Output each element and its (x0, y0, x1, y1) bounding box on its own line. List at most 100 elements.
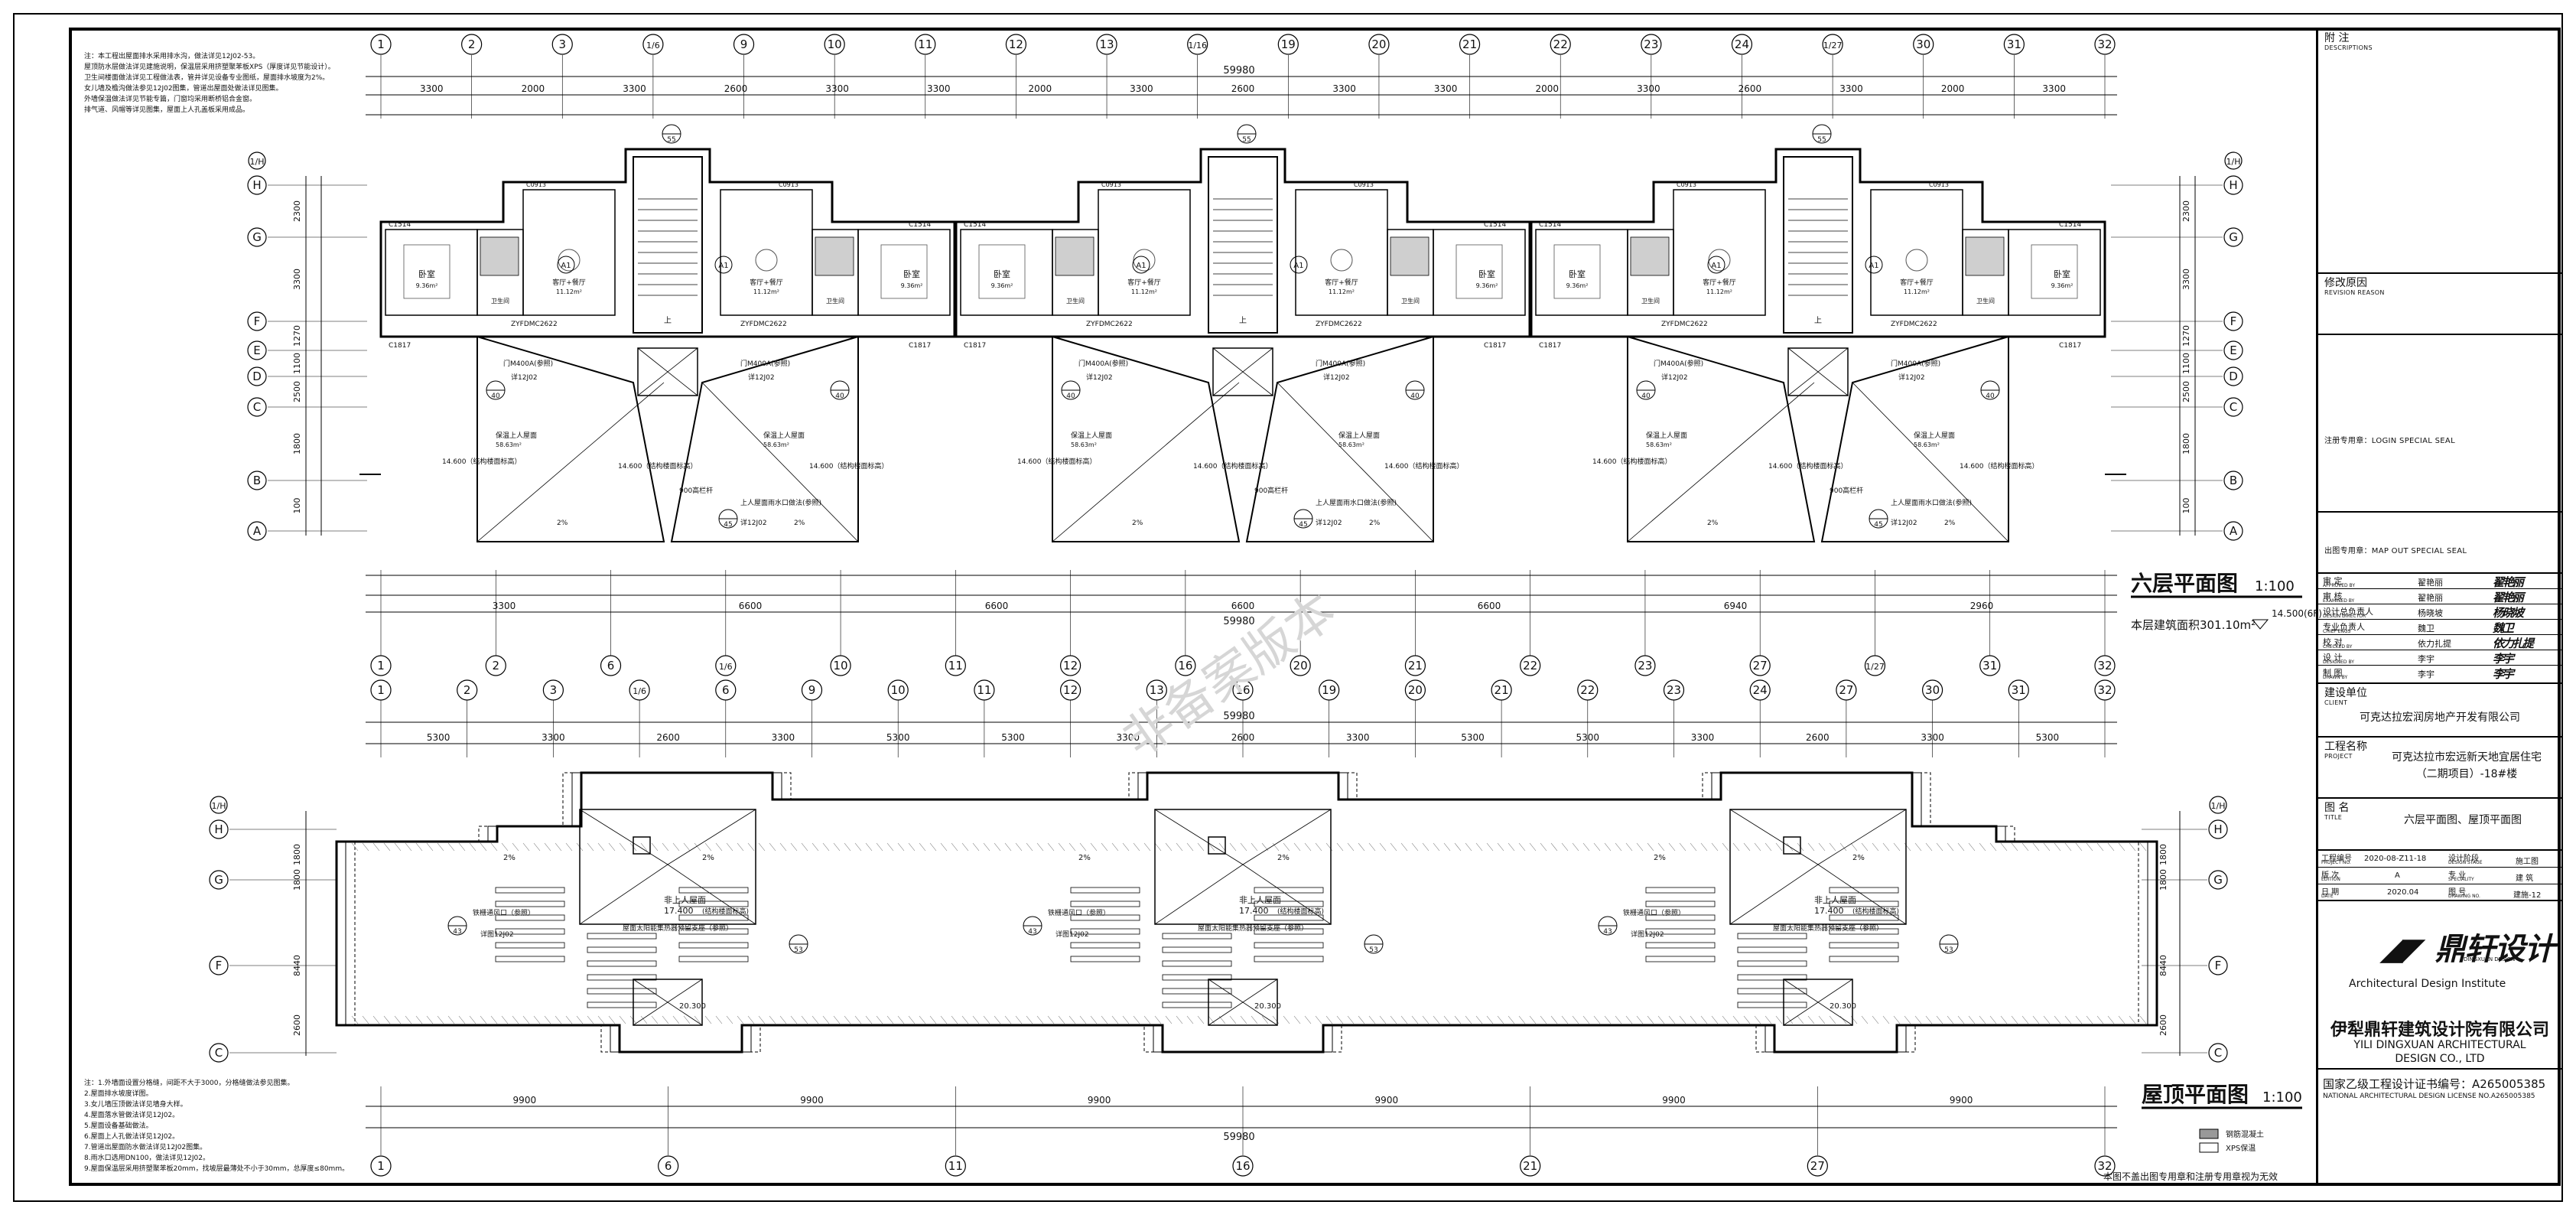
axis-label: 20 (1293, 659, 1308, 673)
axis-bubble (1277, 34, 1299, 55)
dim-text: 3300 (292, 269, 302, 290)
axis-bubble (2208, 956, 2228, 975)
gutter-hatch (1036, 1015, 1044, 1024)
axis-label: E (253, 344, 260, 357)
solar-panel (1737, 933, 1807, 940)
gutter-hatch (1251, 842, 1258, 852)
gutter-hatch (447, 842, 455, 852)
window-tag: C1514 (2059, 221, 2081, 229)
gutter-hatch (1400, 1015, 1408, 1024)
axis-label: 23 (1644, 37, 1658, 51)
slope-text: 2% (1852, 854, 1865, 862)
solar-note: 屋面太阳能集热器预留支座（参照） (1773, 923, 1883, 933)
gutter-hatch (769, 1015, 776, 1024)
axis-label: 32 (2097, 1159, 2112, 1173)
roof-elev-note: (结构楼面标高) (1277, 907, 1324, 916)
gutter-hatch (1561, 842, 1569, 852)
axis-label: F (2215, 959, 2222, 972)
axis-label: 12 (1009, 37, 1023, 51)
gutter-hatch (919, 842, 926, 852)
dim-text: 1100 (2181, 353, 2191, 374)
slope-elev: 20.300 (1254, 1002, 1281, 1011)
dim-text: 3300 (927, 83, 951, 94)
axis-bubble (1491, 679, 1512, 701)
gutter-hatch (737, 842, 744, 852)
gutter-hatch (2096, 842, 2104, 852)
axis-bubble (209, 1043, 229, 1063)
callout-label: 45 (1299, 521, 1307, 529)
solar-panel (587, 988, 657, 995)
window-tag: C1817 (1539, 342, 1561, 350)
roof-total-dim-bottom: 59980 (1223, 1132, 1254, 1143)
notes-label-en: DESCRIPTIONS (2324, 44, 2373, 51)
door-tag: ZYFDMC2622 (1661, 321, 1708, 328)
callout-bubble (1132, 256, 1150, 274)
gutter-hatch (715, 842, 723, 852)
gutter-hatch (972, 1015, 980, 1024)
plan6-total-dim: 59980 (1223, 65, 1254, 77)
solar-panel (495, 942, 565, 949)
gutter-hatch (1850, 1015, 1858, 1024)
axis-label: 11 (948, 659, 963, 673)
axis-bubble (1634, 655, 1656, 676)
dim-text: 3300 (542, 732, 565, 743)
vent-note: 铁栅通风口（参照） (1623, 908, 1685, 917)
solar-panel (1070, 942, 1140, 949)
solar-panel (1070, 887, 1140, 894)
gutter-hatch (1754, 842, 1761, 852)
room-label: 卫生间 (1976, 297, 1995, 304)
raised-roof (1154, 809, 1332, 925)
roof-hatch (633, 836, 651, 855)
gutter-hatch (608, 842, 616, 852)
gutter-hatch (790, 842, 798, 852)
room-area: 9.36m² (1476, 282, 1498, 289)
stair-core (1783, 156, 1853, 334)
axis-label: H (2213, 822, 2222, 836)
gutter-hatch (597, 1015, 605, 1024)
room-label: 卫生间 (1066, 297, 1085, 304)
room-area: 9.36m² (2051, 282, 2073, 289)
axis-bubble (247, 521, 267, 541)
gutter-hatch (1443, 1015, 1451, 1024)
gutter-hatch (833, 1015, 841, 1024)
gutter-hatch (1957, 1015, 1965, 1024)
solar-panel (587, 946, 657, 953)
dim-text: 3300 (772, 732, 795, 743)
roof-elev: 17.400 (1239, 906, 1269, 916)
dim-text: 5300 (1461, 732, 1485, 743)
gutter-hatch (2021, 842, 2029, 852)
axis-bubble (551, 34, 573, 55)
map-seal-cell: 出图专用章：MAP OUT SPECIAL SEAL (2318, 513, 2561, 574)
window-tag: C1514 (909, 221, 931, 229)
axis-label: 31 (2007, 37, 2021, 51)
login-seal-cell: 注册专用章：LOGIN SPECIAL SEAL (2318, 335, 2561, 513)
gutter-hatch (437, 1015, 444, 1024)
gutter-hatch (662, 1015, 669, 1024)
gutter-hatch (994, 842, 1001, 852)
signature: 魏卫 (2493, 621, 2514, 635)
shaft-cross (637, 347, 698, 396)
gutter-hatch (1379, 1015, 1387, 1024)
dim-text: 2500 (292, 381, 302, 402)
gutter-hatch (1936, 842, 1943, 852)
gutter-hatch (1272, 842, 1280, 852)
stair-core (1208, 156, 1278, 334)
gutter-hatch (694, 1015, 701, 1024)
axis-bubble (1459, 34, 1481, 55)
axis-label: 1/27 (1823, 41, 1843, 50)
gutter-hatch (1486, 842, 1494, 852)
gutter-hatch (747, 1015, 755, 1024)
window-tag: C1514 (964, 221, 986, 229)
roof-title: 屋顶平面图 (2142, 1082, 2249, 1107)
axis-label: 12 (1063, 683, 1078, 697)
gutter-hatch (1475, 842, 1483, 852)
roof-area: 58.63m² (496, 441, 522, 448)
axis-bubble (247, 227, 267, 247)
plan6-total-dim-bottom: 59980 (1223, 616, 1254, 627)
gutter-hatch (1679, 1015, 1686, 1024)
solar-panel (1645, 942, 1716, 949)
